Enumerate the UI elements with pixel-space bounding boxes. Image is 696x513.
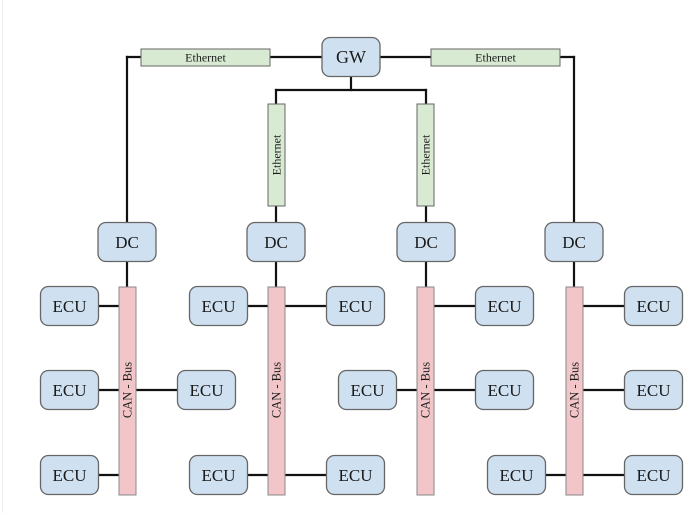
ecu-2-2-box [325, 285, 386, 327]
ecu-4-2-label: ECU [637, 381, 671, 400]
ethernet-link-2-label: Ethernet [270, 134, 284, 175]
gateway-node-box [321, 36, 381, 78]
ecu-2-1-box [188, 285, 249, 327]
ethernet-link-3-box [416, 103, 435, 207]
domain-controller-1-label: DC [115, 233, 139, 252]
gateway-node[interactable]: GW [321, 36, 381, 78]
domain-controller-1-box [97, 221, 157, 263]
domain-controller-1[interactable]: DC [97, 221, 157, 263]
can-bus-1: CAN - Bus [118, 286, 137, 496]
ecu-3-3-box [474, 369, 535, 411]
ecu-1-4-box [39, 454, 100, 496]
can-bus-1-label: CAN - Bus [121, 362, 135, 418]
ecu-1-1[interactable]: ECU [39, 285, 100, 327]
ethernet-link-4: Ethernet [430, 48, 561, 67]
domain-controller-4[interactable]: DC [544, 221, 604, 263]
ecu-3-1[interactable]: ECU [474, 285, 535, 327]
ecu-1-3-label: ECU [190, 381, 224, 400]
can-bus-3: CAN - Bus [416, 286, 435, 496]
ethernet-link-4-label: Ethernet [475, 51, 516, 65]
wires [97, 55, 626, 477]
ethernet-link-1-label: Ethernet [185, 51, 226, 65]
ecu-1-3[interactable]: ECU [176, 369, 237, 411]
can-bus-4: CAN - Bus [565, 286, 584, 496]
domain-controller-4-label: DC [562, 233, 586, 252]
ecu-4-4-box [623, 454, 684, 496]
ecu-4-4[interactable]: ECU [623, 454, 684, 496]
ecu-2-4-box [325, 454, 386, 496]
domain-controller-2-box [246, 221, 306, 263]
ecu-4-1-box [623, 285, 684, 327]
ecu-2-1[interactable]: ECU [188, 285, 249, 327]
ethernet-link-1: Ethernet [140, 48, 271, 67]
ethernet-link-3: Ethernet [416, 103, 435, 207]
ecu-3-1-label: ECU [488, 297, 522, 316]
ecu-1-2[interactable]: ECU [39, 369, 100, 411]
ethernet-link-1-box [140, 48, 271, 67]
can-bus-4-label: CAN - Bus [568, 362, 582, 418]
can-bus-3-label: CAN - Bus [419, 362, 433, 418]
frame-edge [2, 0, 3, 513]
ethernet-link-2-box [267, 103, 286, 207]
ecu-4-2-box [623, 369, 684, 411]
can-bus-2-bar [267, 286, 286, 496]
domain-controller-2-label: DC [264, 233, 288, 252]
ecu-4-2[interactable]: ECU [623, 369, 684, 411]
nodes: GW DC ECU ECU ECU ECU DC ECU ECU ECU ECU DC ECU ECU EC… [39, 36, 684, 496]
can-bus-4-bar [565, 286, 584, 496]
ecu-1-2-label: ECU [53, 381, 87, 400]
ecu-3-1-box [474, 285, 535, 327]
ecu-4-3-label: ECU [500, 466, 534, 485]
ecu-4-3-box [486, 454, 547, 496]
ecu-2-2[interactable]: ECU [325, 285, 386, 327]
ethernet-link-4-box [430, 48, 561, 67]
ecu-3-2-label: ECU [351, 381, 385, 400]
domain-controller-3-label: DC [414, 233, 438, 252]
ecu-3-3-label: ECU [488, 381, 522, 400]
ecu-4-3[interactable]: ECU [486, 454, 547, 496]
ecu-3-3[interactable]: ECU [474, 369, 535, 411]
ecu-2-2-label: ECU [339, 297, 373, 316]
can-bus-1-bar [118, 286, 137, 496]
ecu-2-3-box [188, 454, 249, 496]
ecu-1-4-label: ECU [53, 466, 87, 485]
ecu-1-2-box [39, 369, 100, 411]
ecu-3-2-box [337, 369, 398, 411]
ethernet-link-3-label: Ethernet [419, 134, 433, 175]
ecu-3-2[interactable]: ECU [337, 369, 398, 411]
ecu-1-1-label: ECU [53, 297, 87, 316]
ecu-4-1-label: ECU [637, 297, 671, 316]
gateway-node-label: GW [336, 47, 366, 67]
domain-controller-3-box [396, 221, 456, 263]
can-bus-2-label: CAN - Bus [270, 362, 284, 418]
ecu-2-3[interactable]: ECU [188, 454, 249, 496]
domain-controller-2[interactable]: DC [246, 221, 306, 263]
ecu-2-4[interactable]: ECU [325, 454, 386, 496]
ecu-1-1-box [39, 285, 100, 327]
ecu-2-1-label: ECU [202, 297, 236, 316]
ecu-4-1[interactable]: ECU [623, 285, 684, 327]
ecu-1-3-box [176, 369, 237, 411]
ecu-2-3-label: ECU [202, 466, 236, 485]
domain-controller-4-box [544, 221, 604, 263]
can-bus-2: CAN - Bus [267, 286, 286, 496]
ecu-1-4[interactable]: ECU [39, 454, 100, 496]
ecu-4-4-label: ECU [637, 466, 671, 485]
ethernet-link-2: Ethernet [267, 103, 286, 207]
domain-controller-3[interactable]: DC [396, 221, 456, 263]
can-bus-3-bar [416, 286, 435, 496]
ecu-2-4-label: ECU [339, 466, 373, 485]
